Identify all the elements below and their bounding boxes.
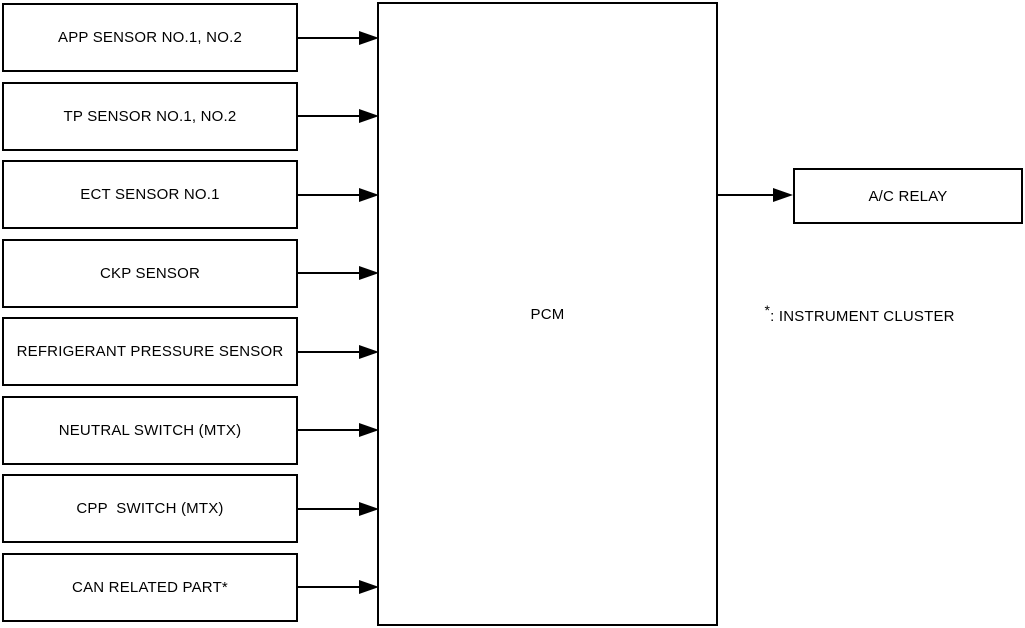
footnote-text: : INSTRUMENT CLUSTER [770, 308, 955, 325]
arrow-head [359, 423, 379, 438]
input-sensor-label: CAN RELATED PART* [72, 578, 228, 596]
input-sensor-label: REFRIGERANT PRESSURE SENSOR [16, 343, 284, 361]
arrow-head [359, 580, 379, 595]
arrow-head [359, 344, 379, 359]
input-sensor-label: TP SENSOR NO.1, NO.2 [63, 107, 237, 125]
input-sensor-box: APP SENSOR NO.1, NO.2 [2, 3, 379, 72]
input-column: APP SENSOR NO.1, NO.2 TP SENSOR NO.1, NO… [2, 3, 379, 622]
arrow-head [359, 266, 379, 281]
arrow-line [298, 115, 359, 118]
ac-relay-box: A/C RELAY [793, 168, 1023, 224]
input-sensor-box: REFRIGERANT PRESSURE SENSOR [2, 317, 379, 387]
arrow-line [718, 194, 773, 196]
arrow-line [298, 429, 359, 432]
arrow-line [298, 272, 359, 275]
input-sensor-box: CAN RELATED PART* [2, 552, 379, 622]
arrow-right-icon [298, 30, 379, 45]
arrow-right-icon [298, 344, 379, 359]
input-sensor-label: APP SENSOR NO.1, NO.2 [58, 29, 242, 46]
input-sensor-box: CPP SWITCH (MTX) [2, 474, 379, 544]
pcm-box: PCM [377, 2, 718, 626]
arrow-line [298, 586, 359, 589]
input-sensor-box: ECT SENSOR NO.1 [2, 160, 379, 230]
arrow-right-icon [718, 188, 793, 202]
arrow-right-icon [298, 580, 379, 595]
arrow-head [359, 501, 379, 516]
arrow-head [359, 109, 379, 124]
arrow-right-icon [298, 187, 379, 202]
ac-relay-label: A/C RELAY [868, 187, 948, 205]
arrow-head [359, 30, 379, 45]
input-sensor-box: TP SENSOR NO.1, NO.2 [2, 81, 379, 151]
input-sensor-label: NEUTRAL SWITCH (MTX) [58, 421, 242, 439]
arrow-right-icon [298, 501, 379, 516]
arrow-line [298, 507, 359, 510]
footnote: *: INSTRUMENT CLUSTER [747, 291, 955, 342]
input-sensor-box: CKP SENSOR [2, 238, 379, 308]
arrow-right-icon [298, 109, 379, 124]
input-sensor-label: CKP SENSOR [99, 264, 201, 282]
arrow-right-icon [298, 423, 379, 438]
arrow-head [773, 188, 793, 202]
input-sensor-box: NEUTRAL SWITCH (MTX) [2, 395, 379, 465]
asterisk-marker: * [764, 302, 771, 318]
arrow-line [298, 193, 359, 196]
arrow-right-icon [298, 266, 379, 281]
arrow-head [359, 187, 379, 202]
arrow-line [298, 350, 359, 353]
input-sensor-label: ECT SENSOR NO.1 [80, 186, 220, 204]
input-sensor-label: CPP SWITCH (MTX) [76, 500, 224, 518]
pcm-label: PCM [530, 305, 565, 323]
arrow-line [298, 36, 359, 39]
